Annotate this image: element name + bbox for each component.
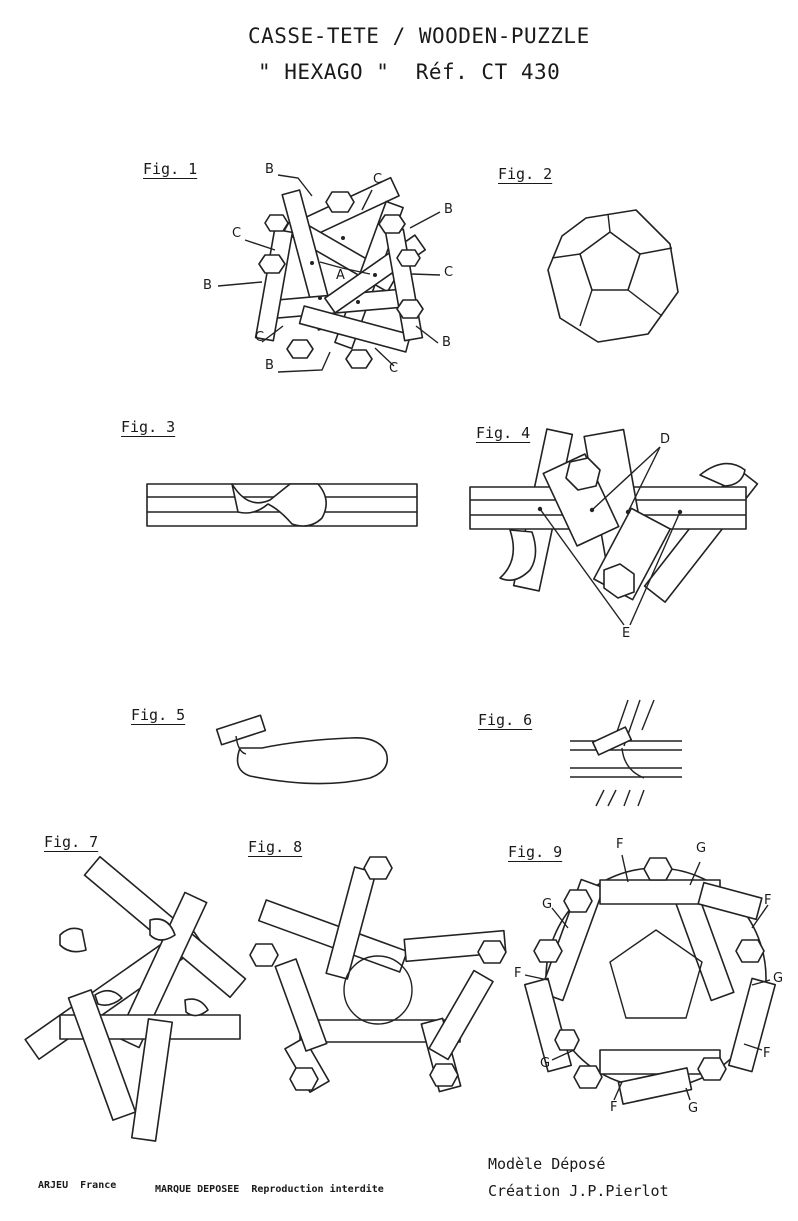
footer-creation: Création J.P.Pierlot <box>488 1182 669 1200</box>
fig-1-label-c-bottom: C <box>389 361 399 376</box>
fig-1-label-c-top: C <box>373 172 383 187</box>
fig-8-label: Fig. 8 <box>248 838 303 856</box>
fig-1-label: Fig. 1 <box>143 160 198 178</box>
fig-9-label-g-top: G <box>696 841 707 856</box>
title-line-2: " HEXAGO " Réf. CT 430 <box>258 60 561 84</box>
fig-9-label-g-lower-left: G <box>540 1056 551 1071</box>
fig-4-label-d: D <box>660 432 671 447</box>
fig-9-label-g-right: G <box>773 971 784 986</box>
fig-9-label-f-bottom: F <box>610 1100 618 1115</box>
fig-6-label: Fig. 6 <box>478 711 533 729</box>
title-line-1: CASSE-TETE / WOODEN-PUZZLE <box>248 24 590 48</box>
fig-1-label-b-right: B <box>444 202 453 217</box>
footer-maker: ARJEU France <box>38 1180 117 1191</box>
fig-1-label-b-bottom: B <box>265 358 274 373</box>
fig-1-label-b-bottom-right: B <box>442 335 451 350</box>
fig-1-label-b-top: B <box>265 162 274 177</box>
fig-9-label: Fig. 9 <box>508 843 563 861</box>
fig-9-label-g-bottom: G <box>688 1101 699 1116</box>
fig-9-label-f-upper-right: F <box>764 893 772 908</box>
fig-9-label-f-left: F <box>514 966 522 981</box>
fig-1-label-c-bottom-left: C <box>255 330 265 345</box>
footer-trademark: MARQUE DEPOSEE Reproduction interdite <box>155 1184 384 1195</box>
fig-7-label: Fig. 7 <box>44 833 99 851</box>
fig-3-label: Fig. 3 <box>121 418 176 436</box>
fig-4-label-e: E <box>622 626 631 641</box>
fig-1-label-c-right: C <box>444 265 454 280</box>
footer-model: Modèle Déposé <box>488 1155 606 1173</box>
fig-9-label-f-lower-right: F <box>763 1046 771 1061</box>
fig-1-label-a: A <box>336 268 345 283</box>
fig-9-label-g-upper-left: G <box>542 897 553 912</box>
fig-2-label: Fig. 2 <box>498 165 553 183</box>
fig-4-label: Fig. 4 <box>476 424 531 442</box>
fig-1-label-c-left: C <box>232 226 242 241</box>
fig-9-label-f-top: F <box>616 837 624 852</box>
fig-5-label: Fig. 5 <box>131 706 186 724</box>
fig-1-label-b-left: B <box>203 278 212 293</box>
